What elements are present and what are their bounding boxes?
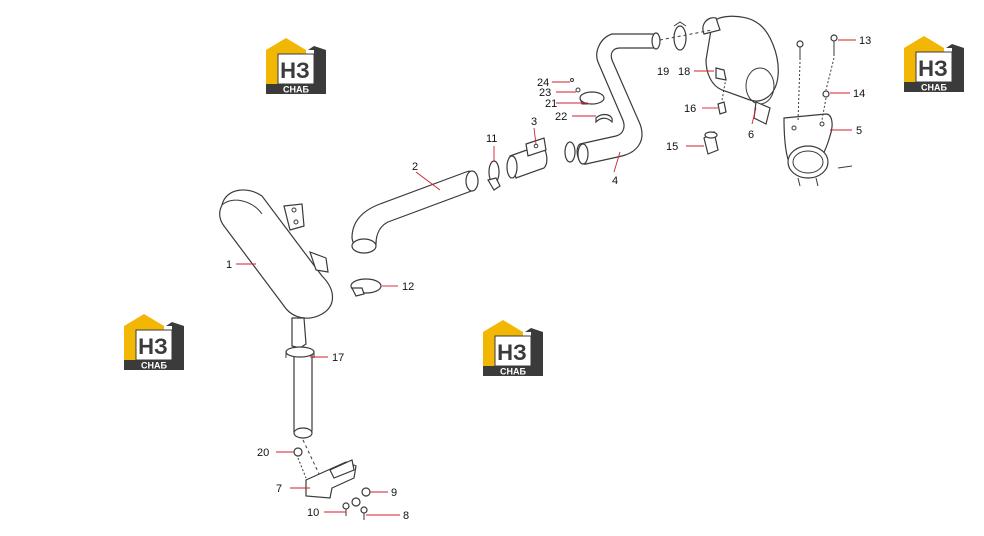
callout-2: 2 — [412, 161, 418, 173]
callout-11: 11 — [486, 133, 497, 145]
callout-19: 19 — [657, 66, 669, 78]
logo-icon: НЗ СНАБ — [124, 314, 184, 371]
clamp-11-part — [487, 160, 501, 191]
callout-8: 8 — [403, 510, 409, 522]
muffler-part — [219, 189, 334, 439]
logo-word: СНАБ — [283, 85, 309, 95]
logo-icon: НЗ СНАБ — [483, 320, 543, 377]
connector-3-part — [506, 137, 548, 179]
canister-6-part — [702, 15, 779, 125]
pipe-2-part — [351, 170, 479, 254]
brand-logo-watermark: НЗ СНАБ — [481, 318, 547, 378]
logo-mark: НЗ — [918, 56, 948, 81]
logo-icon: НЗ СНАБ — [266, 38, 326, 95]
callout-21: 21 — [545, 98, 557, 110]
callout-9: 9 — [391, 487, 397, 499]
brand-logo-watermark: НЗ СНАБ — [902, 34, 968, 94]
bracket-7-part — [293, 447, 371, 520]
logo-mark: НЗ — [280, 58, 310, 83]
callout-5: 5 — [856, 125, 862, 137]
logo-word: СНАБ — [500, 367, 526, 377]
callout-20: 20 — [257, 447, 269, 459]
callout-24: 24 — [537, 77, 549, 89]
parts-15-16 — [703, 77, 727, 155]
callout-14: 14 — [853, 88, 865, 100]
callout-10: 10 — [307, 507, 319, 519]
logo-mark: НЗ — [497, 340, 527, 365]
callout-13: 13 — [859, 35, 871, 47]
callout-7: 7 — [276, 483, 282, 495]
bracket-5-part — [783, 113, 853, 187]
logo-word: СНАБ — [921, 83, 947, 93]
clamp-12-part — [350, 278, 382, 297]
callout-23: 23 — [539, 87, 551, 99]
pipe-4-part — [576, 32, 661, 165]
callout-15: 15 — [666, 141, 678, 153]
brand-logo-watermark: НЗ СНАБ — [122, 312, 188, 372]
logo-icon: НЗ СНАБ — [904, 36, 964, 93]
callout-labels: 1 2 3 4 5 6 7 8 9 10 11 12 13 14 15 16 1… — [226, 35, 871, 522]
top-clamp-part — [673, 21, 687, 51]
callout-6: 6 — [748, 129, 754, 141]
callout-18: 18 — [678, 66, 690, 78]
callout-22: 22 — [555, 111, 567, 123]
callout-4: 4 — [612, 175, 618, 187]
callout-16: 16 — [684, 103, 696, 115]
bolts-13-14-parts — [796, 34, 838, 123]
brand-logo-watermark: НЗ СНАБ — [264, 36, 330, 96]
callout-leaders — [236, 39, 856, 516]
logo-mark: НЗ — [138, 334, 168, 359]
callout-17: 17 — [332, 352, 344, 364]
callout-1: 1 — [226, 259, 232, 271]
clamp-21-22-parts — [564, 78, 613, 163]
callout-12: 12 — [402, 281, 414, 293]
logo-word: СНАБ — [141, 361, 167, 371]
callout-3: 3 — [531, 116, 537, 128]
